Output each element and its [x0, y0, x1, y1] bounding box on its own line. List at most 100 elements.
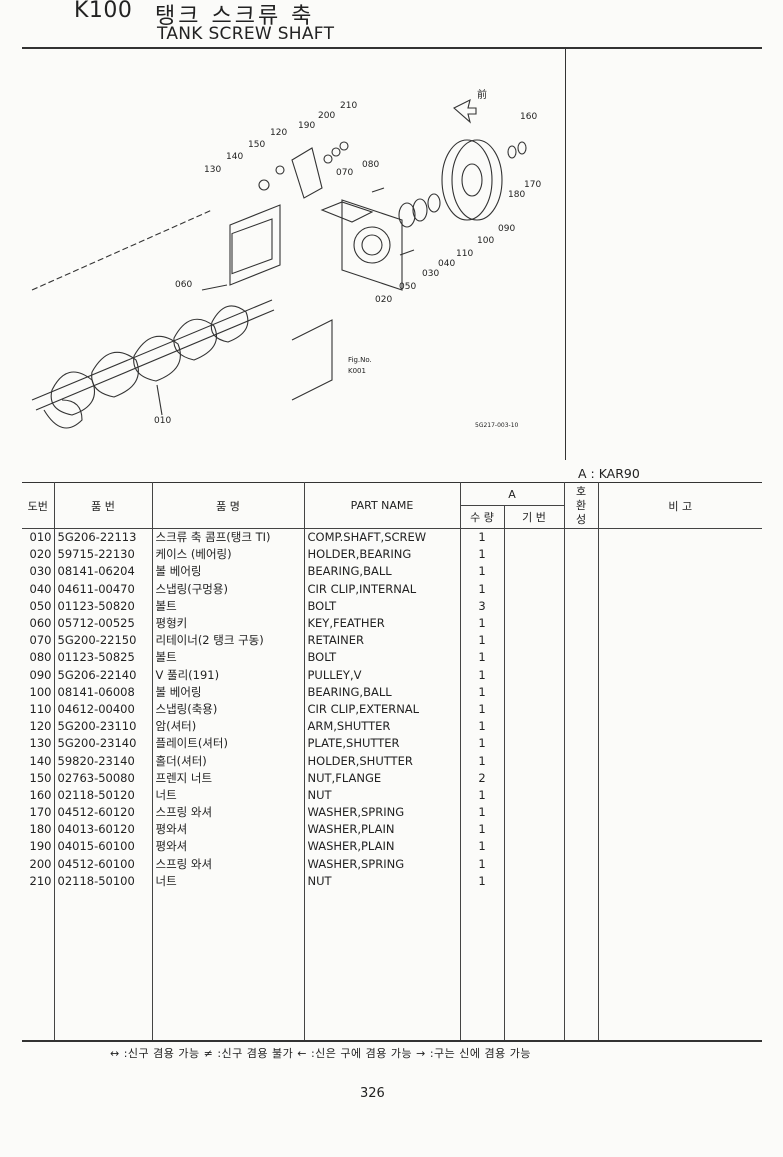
serial-cell	[503, 804, 564, 822]
quantity-cell: 3	[459, 597, 504, 615]
remarks-cell	[597, 649, 762, 667]
korean-name-cell: 볼 베어링	[151, 563, 304, 581]
compatibility-legend: ↔ :신구 겸용 가능 ≠ :신구 겸용 불가 ← :신은 구에 겸용 가능 →…	[110, 1047, 531, 1060]
empty-cell	[563, 889, 598, 1040]
fig-number-cell: 130	[29, 736, 52, 751]
fig-number-cell: 100	[29, 684, 52, 699]
callout-200: 200	[318, 111, 335, 121]
fig-number-cell: 200	[29, 856, 52, 871]
part-number-cell: 02763-50080	[53, 769, 152, 787]
compat-cell	[563, 786, 598, 804]
empty-cell	[22, 890, 54, 1040]
korean-name-cell: 스프링 와셔	[151, 855, 304, 873]
fig-number-cell: 210	[29, 873, 52, 888]
part-number-cell: 04512-60100	[53, 855, 152, 873]
part-name-cell: BOLT	[303, 597, 460, 615]
serial-cell	[503, 683, 564, 701]
variant-label: A : KAR90	[578, 466, 640, 481]
figno-value: K001	[348, 367, 366, 375]
figno-label: Fig.No.	[348, 356, 372, 364]
exploded-parts-diagram: 前 210 200 190 120 150 140 130 080 070 16…	[31, 88, 541, 429]
part-number-cell: 04611-00470	[53, 580, 152, 598]
col-header-name-ko: 품 명	[151, 482, 304, 529]
korean-name-cell: 스냅링(구멍용)	[151, 580, 304, 598]
remarks-cell	[597, 632, 762, 650]
serial-cell	[503, 700, 564, 719]
col-header-compat: 호 환 성	[563, 482, 598, 529]
quantity-cell: 1	[459, 786, 504, 804]
part-name-cell: ARM,SHUTTER	[303, 718, 460, 736]
part-name-cell: BEARING,BALL	[303, 563, 460, 581]
compat-cell	[563, 718, 598, 736]
part-name-cell: PULLEY,V	[303, 666, 460, 684]
quantity-cell: 1	[459, 546, 504, 564]
korean-name-cell: 스냅링(축용)	[151, 700, 304, 719]
serial-cell	[503, 855, 564, 873]
drawing-code: 5G217-003-10	[475, 422, 519, 429]
col-header-qty: 수 량	[459, 505, 504, 529]
serial-cell	[503, 718, 564, 736]
serial-cell	[503, 838, 564, 856]
remarks-cell	[597, 700, 762, 719]
korean-name-cell: 홀더(셔터)	[151, 752, 304, 770]
callout-110: 110	[456, 249, 473, 259]
compat-cell	[563, 855, 598, 873]
parts-table: 도번 품 번 품 명 PART NAME A 호 환 성 비 고 수 량 기 번…	[22, 482, 762, 1040]
header-rule	[22, 47, 762, 49]
remarks-cell	[597, 804, 762, 822]
quantity-cell: 1	[459, 735, 504, 753]
quantity-cell: 1	[459, 528, 504, 547]
col-header-part-name: PART NAME	[303, 482, 460, 529]
korean-name-cell: 케이스 (베어링)	[151, 546, 304, 564]
quantity-cell: 1	[459, 683, 504, 701]
part-number-cell: 05712-00525	[53, 614, 152, 633]
illustration-divider	[565, 48, 566, 460]
compat-cell	[563, 872, 598, 890]
quantity-cell: 1	[459, 821, 504, 839]
compat-cell	[563, 546, 598, 564]
part-number-cell: 5G206-22113	[53, 528, 152, 547]
quantity-cell: 1	[459, 563, 504, 581]
remarks-cell	[597, 769, 762, 787]
compat-cell	[563, 683, 598, 701]
remarks-cell	[597, 683, 762, 701]
serial-cell	[503, 752, 564, 770]
part-name-cell: NUT	[303, 786, 460, 804]
part-name-cell: NUT,FLANGE	[303, 769, 460, 787]
fig-number-cell: 010	[29, 530, 52, 545]
part-number-cell: 5G200-23110	[53, 718, 152, 736]
callout-070: 070	[336, 168, 353, 178]
fig-number-cell: 140	[29, 753, 52, 768]
callout-030: 030	[422, 269, 439, 279]
serial-cell	[503, 735, 564, 753]
callout-040: 040	[438, 259, 455, 269]
part-name-cell: HOLDER,SHUTTER	[303, 752, 460, 770]
fig-number-cell: 060	[29, 616, 52, 631]
part-name-cell: CIR CLIP,INTERNAL	[303, 580, 460, 598]
korean-name-cell: 스프링 와셔	[151, 804, 304, 822]
korean-name-cell: 프렌지 너트	[151, 769, 304, 787]
front-label: 前	[477, 88, 487, 101]
korean-name-cell: 볼트	[151, 649, 304, 667]
part-number-cell: 01123-50825	[53, 649, 152, 667]
callout-010: 010	[154, 416, 171, 426]
fig-number-cell: 090	[29, 667, 52, 682]
part-name-cell: RETAINER	[303, 632, 460, 650]
part-name-cell: WASHER,PLAIN	[303, 821, 460, 839]
col-header-fig: 도번	[22, 482, 54, 529]
callout-140: 140	[226, 152, 243, 162]
quantity-cell: 1	[459, 649, 504, 667]
korean-name-cell: 암(셔터)	[151, 718, 304, 736]
